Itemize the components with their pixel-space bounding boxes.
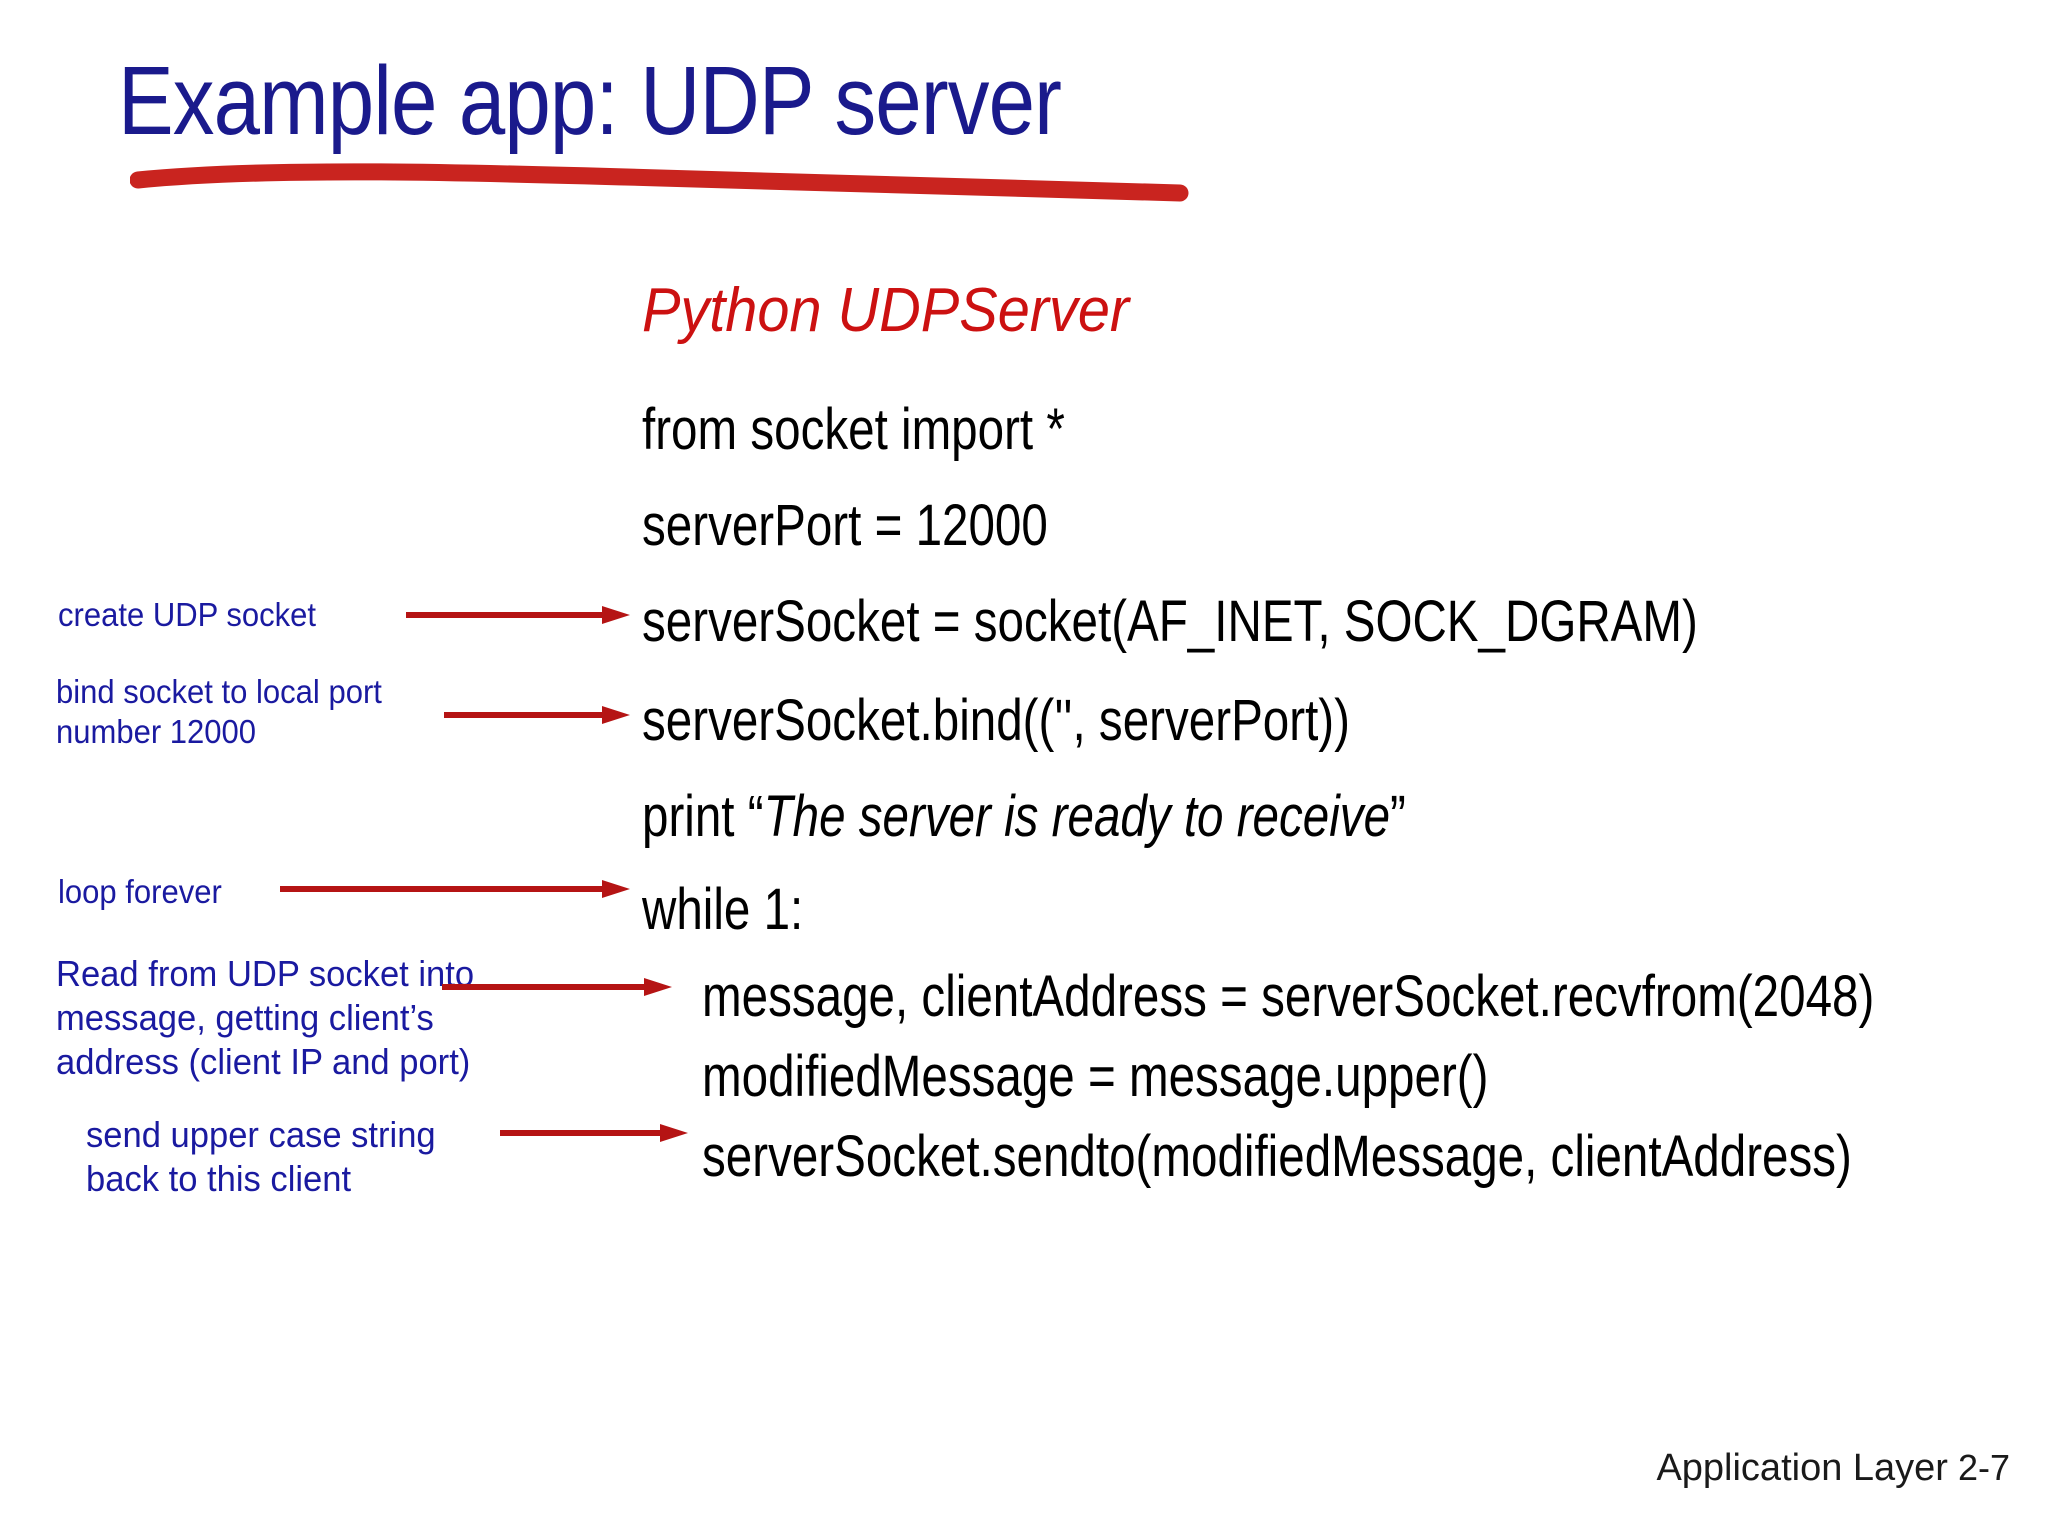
title-underline-stroke <box>130 163 1189 202</box>
arrow-send-upper-case <box>500 1124 688 1142</box>
print-string: The server is ready to receive <box>763 784 1391 849</box>
code-line-serverport: serverPort = 12000 <box>642 493 1048 558</box>
footer-page-number: 2-7 <box>1947 1447 2010 1488</box>
print-suffix: ” <box>1390 784 1406 849</box>
annotation-create-udp-socket: create UDP socket <box>58 596 317 633</box>
page-title: Example app: UDP server <box>118 46 1062 155</box>
annotation-send-upper-case: send upper case string back to this clie… <box>86 1114 436 1199</box>
print-prefix: print “ <box>642 784 764 849</box>
code-line-upper: modifiedMessage = message.upper() <box>702 1044 1489 1109</box>
code-line-recvfrom: message, clientAddress = serverSocket.re… <box>702 964 1875 1029</box>
annotation-loop-forever: loop forever <box>58 873 222 910</box>
arrow-read-from-socket <box>442 978 672 996</box>
arrow-loop-forever <box>280 880 630 898</box>
code-line-bind: serverSocket.bind(('', serverPort)) <box>642 688 1350 753</box>
footer-label: Application Layer <box>1656 1447 1948 1489</box>
annotation-bind-socket: bind socket to local port number 12000 <box>56 673 382 751</box>
code-line-import: from socket import * <box>642 397 1065 462</box>
arrow-bind-socket <box>444 706 630 724</box>
arrow-create-udp-socket <box>406 606 630 624</box>
code-line-while: while 1: <box>642 877 804 942</box>
slide-footer: Application Layer 2-7 <box>1656 1447 2010 1490</box>
code-line-sendto: serverSocket.sendto(modifiedMessage, cli… <box>702 1124 1852 1189</box>
code-subtitle: Python UDPServer <box>642 276 1130 345</box>
code-line-socket-create: serverSocket = socket(AF_INET, SOCK_DGRA… <box>642 589 1698 654</box>
code-line-print: print “The server is ready to receive” <box>642 783 1406 850</box>
annotation-read-from-socket: Read from UDP socket into message, getti… <box>56 953 475 1082</box>
